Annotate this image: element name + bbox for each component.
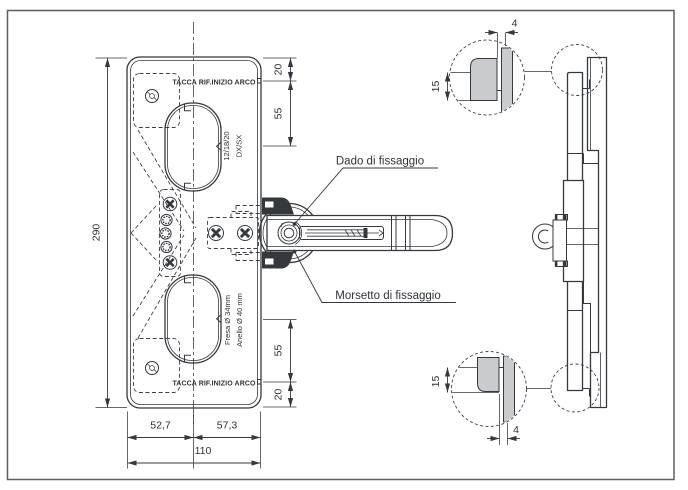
dim-52-7: 52,7 [150, 420, 171, 432]
adjuster-dial [159, 227, 172, 240]
anello-text: Anello Ø 40 mm [235, 293, 244, 347]
plate-hook-section [470, 58, 498, 101]
dashed-pad-bottom-left [133, 338, 180, 393]
dashed-swing-lines [130, 129, 197, 339]
plate-hook-section [477, 357, 500, 392]
edge-notch-marks [257, 78, 261, 385]
morsetto-label: Morsetto di fissaggio [335, 290, 440, 302]
adjuster-dial [160, 240, 173, 254]
hinge-arm-inner [267, 219, 448, 247]
detail-reference-circle-bottom [550, 363, 600, 413]
cutout-top [164, 102, 222, 192]
clamp-wing-slot [265, 258, 274, 265]
dim-290: 290 [91, 224, 103, 242]
detail-reference-circle-top [551, 44, 603, 96]
hinge-base-plate [207, 211, 259, 255]
dim-15-top: 15 [430, 81, 442, 93]
mounting-plate-outline [126, 56, 262, 409]
phillips-screw [237, 225, 253, 241]
leader-dado [294, 167, 438, 225]
plate-code-text: 12/18/20 [222, 131, 231, 160]
front-dimensions: 290 20 55 55 20 52,7 57,3 110 [91, 57, 297, 469]
detail-view-top: 4 15 [430, 18, 525, 116]
adjustment-screw [305, 229, 384, 237]
dim-20-top: 20 [273, 64, 285, 76]
detail-circle-top [449, 39, 525, 116]
dim-57-3: 57,3 [217, 420, 238, 432]
adjuster-dial [160, 213, 173, 227]
dim-110: 110 [195, 445, 212, 457]
cutout-bottom [164, 274, 222, 364]
screw-stop [363, 228, 368, 238]
mounting-plate-inner-outline [130, 60, 258, 405]
frame-profile-inner [590, 57, 601, 408]
hinge-assembly: Dado di fissaggio Morsetto di fissaggio [235, 156, 456, 303]
dashed-pad-top-left [133, 73, 180, 128]
dim-4-top: 4 [512, 18, 518, 30]
drawing-border [6, 9, 675, 481]
clamp-dashed-tabs [235, 205, 262, 261]
hook-lines [582, 79, 590, 397]
arm-divider-lines [391, 216, 411, 250]
plate-orientation-text: DX/SX [235, 135, 244, 158]
callouts: Dado di fissaggio Morsetto di fissaggio [292, 156, 456, 303]
phillips-screw [208, 225, 224, 241]
side-view [524, 44, 608, 413]
dado-label: Dado di fissaggio [336, 156, 424, 168]
corner-screw-bottom [145, 361, 159, 375]
adjuster-column [159, 189, 181, 277]
fixing-nut [277, 221, 302, 245]
frame-lip-section [503, 355, 515, 423]
clamp-knob-side [532, 214, 598, 267]
phillips-screw [162, 255, 178, 270]
dim-55-top: 55 [273, 108, 285, 120]
phillips-screw [162, 196, 178, 212]
detail-circle-bottom [451, 351, 527, 427]
dim-20-bottom: 20 [273, 389, 285, 401]
dim-4-bottom: 4 [513, 424, 519, 436]
front-view: TACCA RIF.INIZIO ARCO TACCA RIF.INIZIO A… [126, 22, 262, 424]
clamp-wing-slot [265, 201, 274, 208]
tacca-text-bottom: TACCA RIF.INIZIO ARCO [172, 381, 256, 388]
detail-connector-lines [524, 71, 552, 389]
frame-lip-section [501, 47, 513, 115]
leader-morsetto [294, 251, 456, 303]
step-lines [567, 153, 599, 353]
corner-screw-top [145, 89, 159, 103]
tacca-text-top: TACCA RIF.INIZIO ARCO [172, 80, 256, 87]
fresa-text: Fresa Ø 34mm [223, 295, 232, 345]
dim-15-bottom: 15 [430, 376, 442, 388]
dim-55-bottom: 55 [273, 345, 285, 357]
detail-view-bottom: 4 15 [430, 351, 527, 445]
